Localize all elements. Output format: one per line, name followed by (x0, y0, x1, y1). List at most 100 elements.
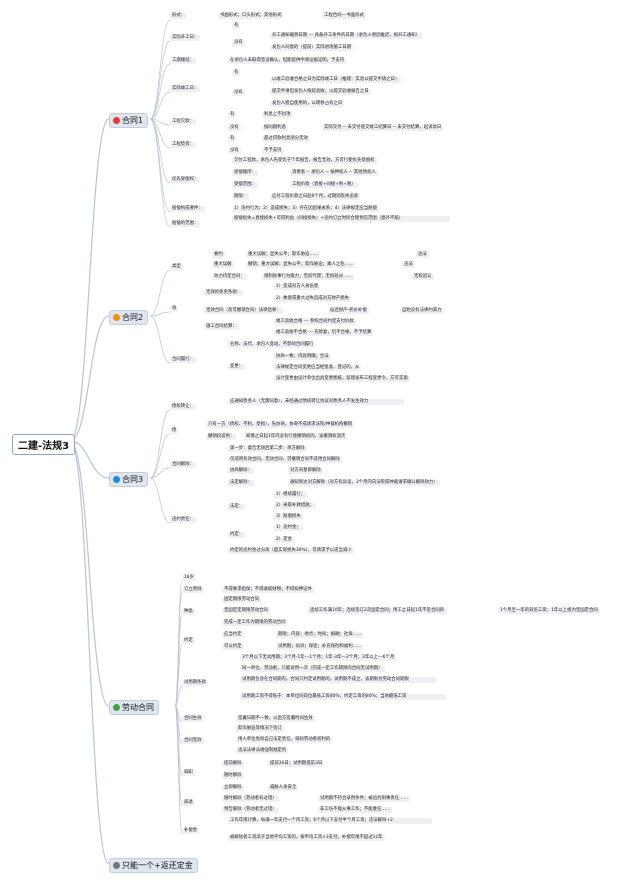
node: 债权转让： (170, 404, 196, 410)
connector-line (149, 19, 171, 120)
node: 法定： (228, 504, 246, 510)
node: 期限： (232, 194, 250, 200)
node: 提前30日；试用期提前3日 (268, 761, 325, 767)
connector-line (69, 440, 110, 865)
node: 可以约定 (222, 644, 244, 650)
connector-line (174, 705, 183, 835)
connector-line (174, 614, 183, 707)
node: 赔偿构成要件： (170, 206, 205, 212)
main-node-contract-2[interactable]: 合同2 (109, 310, 149, 325)
node: 欠付工程款，承包人先受优于个年报告，报告无效，方可行使优先受偿权 (232, 158, 377, 164)
node: 试用期包含在合同期内，合同只约定试用期的，试用期不成立，该期限为劳动合同期限 (240, 677, 436, 683)
node: 无效的免责条款： (204, 290, 244, 296)
node: 合同生效 (182, 716, 204, 722)
node: 债 (170, 428, 179, 434)
node: 1）违约行为；2）造成损失；3）存在因因果关系；4）法律规定应当赔偿 (232, 206, 379, 212)
node: 威胁人身安全 (268, 785, 299, 791)
node: 辞退 (182, 800, 195, 806)
node: 对方同意即解除 (288, 468, 323, 474)
node: 效 (170, 306, 179, 312)
connector-line (149, 63, 171, 120)
node: 实际竣工日： (170, 86, 201, 92)
node: 违法 (402, 262, 415, 268)
orange-circle-icon (113, 314, 120, 321)
main-node-contract-3[interactable]: 合同3 (109, 472, 149, 487)
node: 合同解除： (170, 462, 196, 468)
node: 法定解除： (228, 480, 254, 486)
connector-line (149, 40, 171, 120)
root-title[interactable]: 二建-法规3 (12, 434, 76, 455)
node: 辞职 (182, 770, 195, 776)
node: 无效合同（及可撤销合同）法律后果： (204, 308, 283, 314)
node: 施工合同结算： (204, 324, 239, 330)
node: 只有一方（债权、不利、受损），先协商，协商不成请求法院/仲裁机构撤销 (206, 422, 355, 428)
node: 2）定金 (274, 537, 294, 543)
node: 工程垫资： (170, 142, 196, 148)
node: 欺诈胁迫等情况下签订 (236, 726, 284, 732)
node: 受偿顺序： (232, 170, 258, 176)
node: 18岁 (182, 575, 196, 581)
node: 补偿金 (182, 828, 200, 834)
connector-line (149, 311, 171, 317)
node: 实际开工日： (170, 35, 201, 41)
node: 有 (232, 23, 241, 29)
node: 在承包人未取得签证确认，但能提供申请证据证明，予支持 (228, 58, 347, 64)
node: 提前解除 (222, 761, 244, 767)
main-node-deposit-return[interactable]: 只能一个+返还定金 (109, 858, 198, 873)
node: 固定期限劳动合同 (222, 597, 262, 603)
node: 开工通知载明日期 --- 具备开工条件的日期（承包人原因推迟，按开工通知） (270, 33, 423, 39)
node: 试用期；培训；保密；补充保险和福利…… (276, 644, 364, 650)
node: 随时解除 (222, 773, 244, 779)
node: 合同无效 (182, 738, 204, 744)
node: 效力待定合同： (212, 274, 247, 280)
node: 违约责任： (170, 517, 196, 523)
node: 有 (228, 112, 237, 118)
connector-line (174, 705, 183, 807)
main-node-labor-contract[interactable]: 劳动合同 (109, 700, 159, 715)
node: 3个月以下无试用期；3个月-1年---1个月；1年-3年---2个月；3年以上-… (240, 655, 397, 661)
node: 消费者 -- 承包人 -- 抵押权人 -- 其他债权人 (290, 170, 378, 176)
node: 期限；内容；地点；时间；报酬；社保…… (276, 632, 364, 638)
node: 1）违约金； (274, 525, 303, 531)
node: 1）继续履行； (274, 492, 308, 498)
node: 名称、法代、承包人变动，不影响合同履行 (228, 342, 316, 348)
node: 赔偿损失=直接损失+可得利益（间接损失）+违约订立时所合理预见范围（意外不赔） (232, 216, 450, 222)
node: 2）采取补救措施； (274, 503, 316, 509)
node: 约定的违约金过分高（超实际损失30%），可请求予以适当减少 (228, 548, 354, 554)
connector-line (149, 269, 171, 317)
node: 不予支持 (262, 148, 284, 154)
node: 没有 (228, 148, 241, 154)
node: 工作年限计算，每满一年支付一个月工资；6个月以下支付半个月工资；违法解除+2 (228, 818, 432, 824)
node: 知情之日起1年内没有行使撤销权的，该撤销权消灭 (244, 434, 348, 440)
node: 变更： (228, 364, 246, 370)
connector-line (149, 118, 171, 184)
node: 撤销权适用： (206, 434, 237, 440)
node: 提交申请但发包人拖延验收，以提交验收报告之日 (270, 89, 371, 95)
node: 形式： (170, 13, 188, 19)
node: 重大误解；显失公平；欺诈胁迫…… (246, 252, 321, 258)
node: 随时解除（劳动者有过错） (222, 796, 279, 802)
node: 重大误解 (212, 262, 234, 268)
connector-line (149, 315, 171, 364)
node: 超过贷款利息部分无效 (262, 136, 310, 142)
node: 试用期条款 (182, 680, 208, 686)
node: 立即解除 (222, 785, 244, 791)
node: 书面形式；口头形式；其他形式 (218, 13, 284, 19)
node: 要约 (212, 252, 225, 258)
node: 类型 (170, 264, 183, 270)
node: 3）赔偿损失 (274, 514, 303, 520)
connector-line (174, 592, 183, 707)
node: 通知到达对方解除（对方有异议，3个月内向法院或仲裁请求确认解除效力） (288, 480, 440, 486)
node: 不得要求担保；不得收取财物；不得扣押证件 (222, 587, 314, 593)
node: 应当约定 (222, 632, 244, 638)
connector-line (149, 467, 171, 479)
node: 按同期利息 (262, 125, 288, 131)
node: 被解除者工资高于当地平均工资的，按平均工资×3支付，补偿年限不超过12年 (228, 835, 385, 841)
node: 没有 (232, 90, 245, 96)
connector-line (149, 477, 171, 524)
main-node-contract-1[interactable]: 合同1 (109, 113, 149, 128)
edge-group (69, 19, 183, 865)
node: 实际交付 -- 未交付提交竣工结算日 -- 未交付结算，起诉诉日 (322, 125, 444, 131)
connector-line (149, 91, 171, 120)
